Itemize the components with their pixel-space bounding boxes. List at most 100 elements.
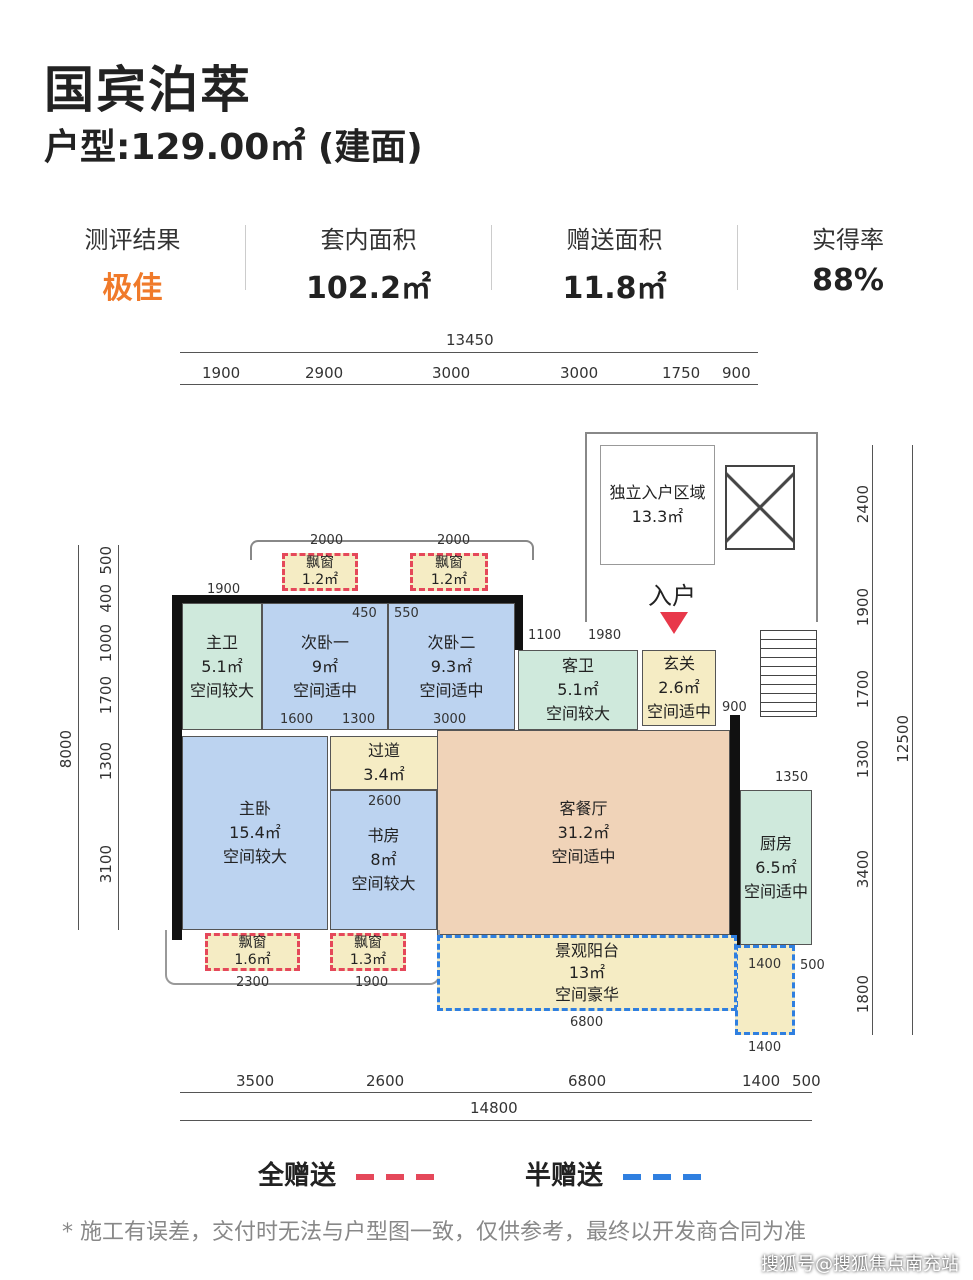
room-name: 客餐厅: [559, 798, 608, 818]
room-rating: 空间适中: [646, 702, 711, 721]
dim-right: 1800: [854, 975, 872, 1014]
room-name: 厨房: [759, 833, 792, 853]
dim-top: 3000: [560, 364, 599, 382]
project-title: 国宾泊萃: [44, 61, 252, 119]
dim-line: [872, 445, 873, 1035]
dim-inner: 1900: [207, 582, 241, 597]
stairs-icon: [760, 630, 817, 717]
stat-label: 实得率: [812, 226, 884, 254]
legend-label: 全赠送: [258, 1161, 337, 1191]
room-area: 9.3㎡: [430, 656, 473, 676]
wall: [730, 715, 740, 945]
blue-dash-icon: [653, 1173, 672, 1180]
room-area: 3.4㎡: [363, 765, 405, 784]
dim-left: 500: [97, 546, 115, 575]
entry-label: 入户: [648, 582, 696, 610]
dim-left: 1000: [97, 624, 115, 663]
dim-inner: 1400: [748, 957, 782, 972]
entry-area-outline: [585, 432, 818, 622]
dim-inner: 2300: [236, 975, 270, 990]
dim-top: 2900: [305, 364, 344, 382]
room-rating: 空间较大: [351, 874, 416, 893]
dim-top-total: 13450: [446, 331, 494, 349]
dim-inner: 2000: [310, 533, 344, 548]
room-area: 6.5㎡: [755, 857, 797, 877]
dim-top: 1900: [202, 364, 241, 382]
dim-inner: 6800: [570, 1015, 604, 1030]
window-outline: [250, 540, 534, 560]
room-name: 飘窗: [435, 555, 463, 571]
room-name: 客卫: [561, 656, 594, 675]
room-area: 13.3㎡: [631, 507, 684, 526]
dim-bottom: 2600: [366, 1072, 405, 1090]
stat-label: 测评结果: [84, 226, 181, 254]
room-area: 2.6㎡: [658, 678, 700, 697]
dim-inner: 1100: [528, 628, 562, 643]
room-rating: 空间较大: [189, 680, 254, 700]
stat-value: 88%: [812, 263, 884, 298]
blue-dash-icon: [683, 1173, 702, 1180]
dim-inner: 1600: [280, 712, 314, 727]
dim-bottom: 500: [792, 1072, 821, 1090]
dim-left: 1300: [97, 742, 115, 781]
legend-half-gift: 半赠送: [525, 1155, 702, 1192]
dim-right-total: 12500: [894, 715, 912, 763]
wall: [172, 595, 182, 940]
room-name: 飘窗: [306, 555, 334, 571]
room-name: 飘窗: [354, 935, 382, 951]
room-area: 9㎡: [311, 656, 339, 676]
room-rating: 空间适中: [292, 680, 357, 700]
room-name: 景观阳台: [554, 941, 619, 960]
dim-right: 1700: [854, 670, 872, 709]
dim-inner: 900: [722, 700, 747, 715]
dim-line: [912, 445, 913, 1035]
dim-line: [78, 545, 79, 930]
dim-inner: 2000: [437, 533, 471, 548]
dim-bottom: 6800: [568, 1072, 607, 1090]
blue-dash-icon: [623, 1173, 642, 1180]
dim-line: [180, 1120, 812, 1121]
red-dash-icon: [386, 1173, 405, 1180]
room-name: 玄关: [662, 654, 695, 673]
wall: [172, 595, 517, 603]
dim-top: 900: [722, 364, 751, 382]
dim-line: [118, 545, 119, 930]
stat-usage-rate: 实得率 88%: [738, 220, 958, 298]
room-rating: 空间较大: [545, 704, 610, 723]
dim-inner: 450: [352, 606, 377, 621]
dim-line: [180, 384, 758, 385]
dim-inner: 1350: [775, 770, 809, 785]
room-area: 1.2㎡: [430, 572, 468, 588]
divider: [737, 225, 738, 290]
room-area: 5.1㎡: [201, 656, 243, 676]
dim-inner: 3000: [433, 712, 467, 727]
room-area: 8㎡: [370, 850, 397, 869]
dim-inner: 1900: [355, 975, 389, 990]
room-name: 飘窗: [238, 935, 267, 951]
red-dash-icon: [356, 1173, 375, 1180]
room-name: 次卧二: [427, 632, 476, 652]
stat-label: 赠送面积: [566, 226, 663, 254]
room-rating: 空间适中: [743, 881, 808, 901]
room-name: 主卧: [238, 799, 271, 818]
dim-left: 1700: [97, 676, 115, 715]
dim-line: [180, 352, 758, 353]
stat-value: 11.8㎡: [562, 271, 667, 306]
dim-right: 1300: [854, 740, 872, 779]
unit-type: 户型:129.00㎡ (建面): [44, 127, 423, 168]
divider: [491, 225, 492, 290]
stat-value: 极佳: [102, 271, 163, 306]
wall: [515, 595, 523, 650]
room-name: 次卧一: [300, 632, 349, 652]
room-rating: 空间豪华: [554, 985, 619, 1004]
dim-inner: 2600: [368, 794, 402, 809]
